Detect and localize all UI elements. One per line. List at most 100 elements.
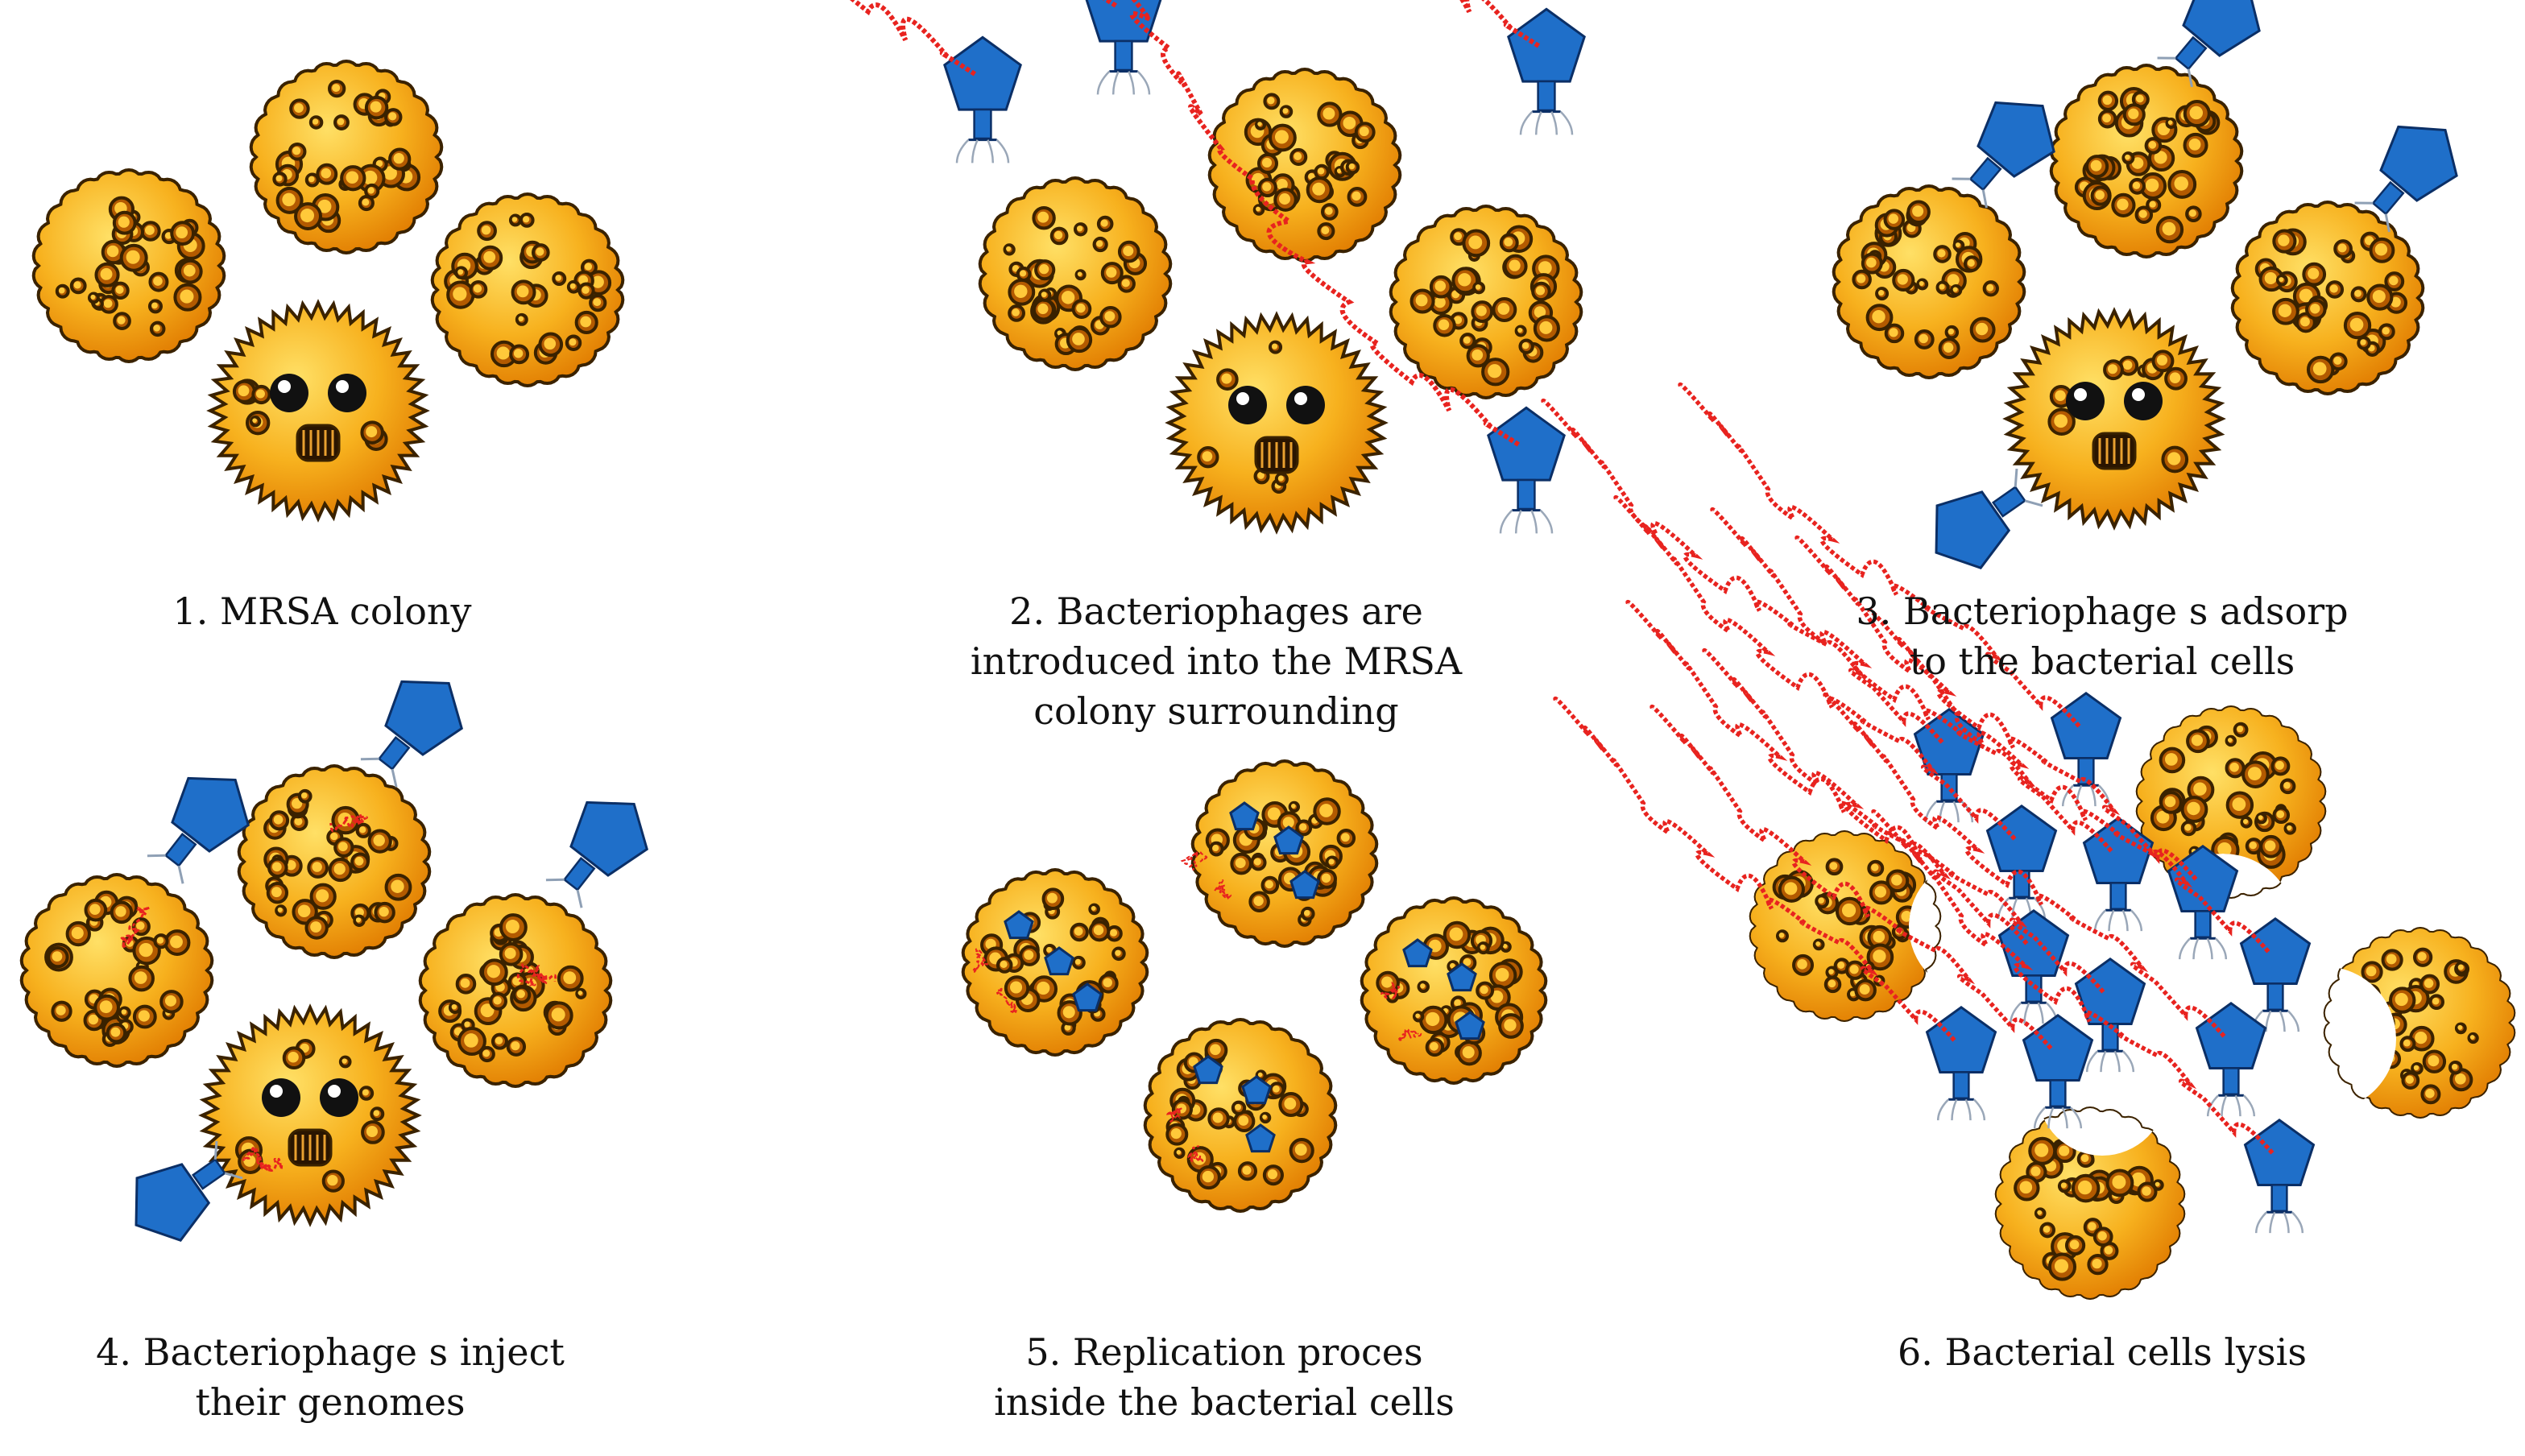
- viral-genome-icon: [996, 987, 1018, 1014]
- mrsa-face-bacterium-icon: [2002, 307, 2226, 531]
- viral-genome-icon: [1867, 607, 2270, 953]
- caption-4: 4. Bacteriophage s inject their genomes: [24, 1327, 636, 1427]
- mrsa-face-bacterium-icon: [1165, 311, 1389, 535]
- coccus-bacterium-icon: [1994, 1106, 2186, 1300]
- viral-genome-icon: [1186, 1145, 1204, 1162]
- caption-5-line-1: 5. Replication proces: [1025, 1330, 1423, 1374]
- caption-3: 3. Bacteriophage s adsorp to the bacteri…: [1796, 586, 2408, 686]
- coccus-bacterium-icon: [1389, 204, 1583, 400]
- bacteriophage-icon: [1867, 607, 2312, 1032]
- phage-head-icon: [1402, 938, 1433, 968]
- viral-genome-icon: [1871, 809, 2275, 1155]
- phage-head-icon: [943, 35, 1022, 111]
- bacteriophage-icon: [850, 0, 1022, 163]
- phage-head-icon: [2239, 916, 2312, 985]
- viral-genome-icon: [242, 1147, 284, 1172]
- bacteriophage-icon: [1952, 101, 2055, 209]
- bacteriophage-icon: [1678, 382, 2122, 807]
- bacteriophage-icon: [2354, 125, 2458, 233]
- phage-head-icon: [1487, 406, 1566, 482]
- bacteriophage-icon: [545, 800, 648, 908]
- bacteriophage-icon: [1085, 0, 1162, 95]
- caption-5: 5. Replication proces inside the bacteri…: [918, 1327, 1530, 1427]
- coccus-bacterium-icon: [1360, 896, 1548, 1086]
- coccus-bacterium-icon: [1180, 759, 1379, 949]
- phage-head-icon: [1273, 825, 1304, 855]
- viral-genome-icon: [1459, 0, 1541, 48]
- viral-genome-icon: [1553, 696, 1956, 1042]
- caption-4-line-2: their genomes: [195, 1380, 466, 1424]
- phage-head-icon: [1072, 982, 1103, 1012]
- viral-genome-icon: [1710, 507, 2113, 853]
- viral-genome-icon: [1180, 850, 1208, 871]
- viral-genome-icon: [1823, 692, 2226, 1038]
- coccus-bacterium-icon: [1143, 1017, 1338, 1214]
- viral-genome-icon: [1702, 647, 2105, 994]
- coccus-bacterium-icon: [418, 892, 613, 1089]
- phage-head-icon: [1447, 962, 1477, 992]
- phage-head-icon: [1241, 1075, 1272, 1105]
- phage-head-icon: [1507, 7, 1586, 83]
- bacteriophage-icon: [1553, 696, 1997, 1121]
- bacteriophage-icon: [1541, 398, 1985, 823]
- viral-genome-icon: [1650, 704, 2053, 1050]
- bacteriophage-icon: [1823, 692, 2267, 1117]
- viral-genome-icon: [329, 812, 368, 833]
- coccus-bacterium-icon: [1749, 830, 1942, 1022]
- phage-head-icon: [1925, 1005, 1997, 1073]
- phage-head-icon: [2050, 691, 2122, 759]
- coccus-bacterium-icon: [1832, 184, 2026, 380]
- phage-head-icon: [2243, 1118, 2316, 1186]
- viral-genome-icon: [1165, 1106, 1183, 1123]
- coccus-bacterium-icon: [1207, 67, 1402, 263]
- bacteriophage-icon: [1794, 535, 2239, 960]
- caption-4-line-1: 4. Bacteriophage s inject: [96, 1330, 565, 1374]
- coccus-bacterium-icon: [2230, 200, 2425, 396]
- caption-5-line-2: inside the bacterial cells: [994, 1380, 1455, 1424]
- phages-layer: [135, 0, 2458, 1242]
- bacteriophage-icon: [1613, 494, 2058, 920]
- viral-genome-icon: [1541, 398, 1944, 744]
- caption-3-line-1: 3. Bacteriophage s adsorp: [1856, 589, 2349, 633]
- coccus-bacterium-icon: [31, 168, 226, 364]
- caption-2-line-1: 2. Bacteriophages are: [1009, 589, 1423, 633]
- phage-head-icon: [1913, 707, 1985, 776]
- viral-genome-icon: [972, 948, 988, 973]
- phage-head-icon: [1985, 804, 2058, 872]
- mrsa-face-bacterium-icon: [198, 1003, 422, 1227]
- bacteriophage-icon: [1650, 704, 2094, 1129]
- caption-3-line-2: to the bacterial cells: [1909, 639, 2295, 683]
- caption-2: 2. Bacteriophages are introduced into th…: [886, 586, 1546, 736]
- viral-genome-icon: [1794, 535, 2198, 881]
- bacteriophage-icon: [1871, 809, 2316, 1234]
- caption-1-line-1: 1. MRSA colony: [172, 589, 472, 633]
- coccus-bacterium-icon: [961, 867, 1149, 1057]
- caption-2-line-3: colony surrounding: [1033, 689, 1399, 733]
- phage-head-icon: [2022, 1013, 2094, 1082]
- phage-head-icon: [1044, 946, 1074, 976]
- mrsa-face-bacterium-icon: [206, 299, 430, 523]
- caption-6: 6. Bacterial cells lysis: [1796, 1327, 2408, 1377]
- coccus-bacterium-icon: [2049, 63, 2244, 259]
- viral-genome-icon: [1613, 494, 2017, 841]
- coccus-bacterium-icon: [2135, 705, 2327, 900]
- bacteriophage-icon: [1129, 0, 1566, 534]
- caption-2-line-2: introduced into the MRSA: [970, 639, 1463, 683]
- viral-genome-icon: [1678, 382, 2081, 728]
- bacteriophage-icon: [1935, 468, 2043, 569]
- coccus-bacterium-icon: [978, 176, 1173, 372]
- coccus-bacterium-icon: [19, 872, 214, 1069]
- viral-genome-icon: [516, 963, 557, 987]
- viral-genome-icon: [1129, 0, 1521, 447]
- coccus-bacterium-icon: [430, 192, 625, 388]
- bacteriophage-icon: [2157, 0, 2261, 88]
- viral-genome-icon: [1398, 1028, 1422, 1041]
- viral-genome-icon: [1380, 982, 1401, 1000]
- viral-genome-icon: [850, 0, 977, 77]
- bacteriophage-icon: [135, 1140, 243, 1242]
- phage-head-icon: [1193, 1055, 1223, 1085]
- phage-head-icon: [2195, 1001, 2267, 1069]
- coccus-bacterium-icon: [249, 59, 444, 255]
- bacteriophage-icon: [360, 680, 463, 788]
- caption-6-line-1: 6. Bacterial cells lysis: [1898, 1330, 2307, 1374]
